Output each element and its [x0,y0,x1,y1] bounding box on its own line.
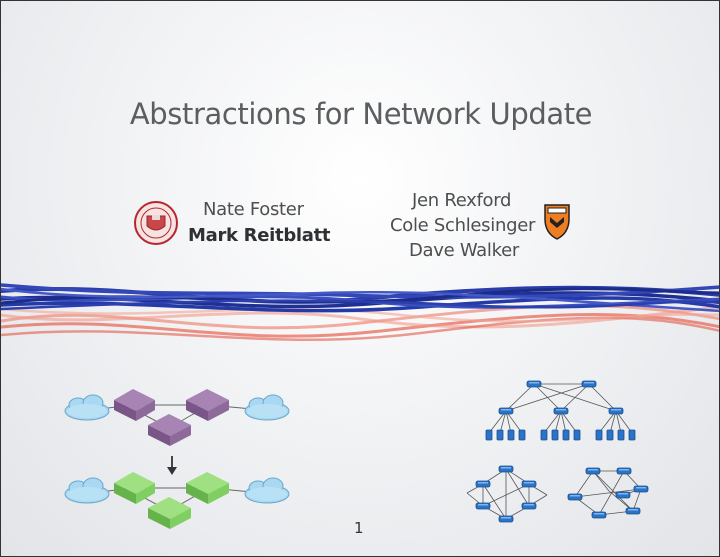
author-dave-walker: Dave Walker [409,240,519,261]
purple-switch-network [64,389,290,446]
slide-title: Abstractions for Network Update [129,97,593,131]
down-arrow-icon [167,456,177,475]
author-cole-schlesinger: Cole Schlesinger [390,215,536,236]
ring-topology [466,468,548,520]
tree-topology [488,383,633,434]
author-jen-rexford: Jen Rexford [412,190,512,211]
author-nate-foster: Nate Foster [203,199,304,220]
author-mark-reitblatt: Mark Reitblatt [188,225,331,246]
green-switch-network [64,472,290,529]
page-number: 1 [354,519,364,537]
